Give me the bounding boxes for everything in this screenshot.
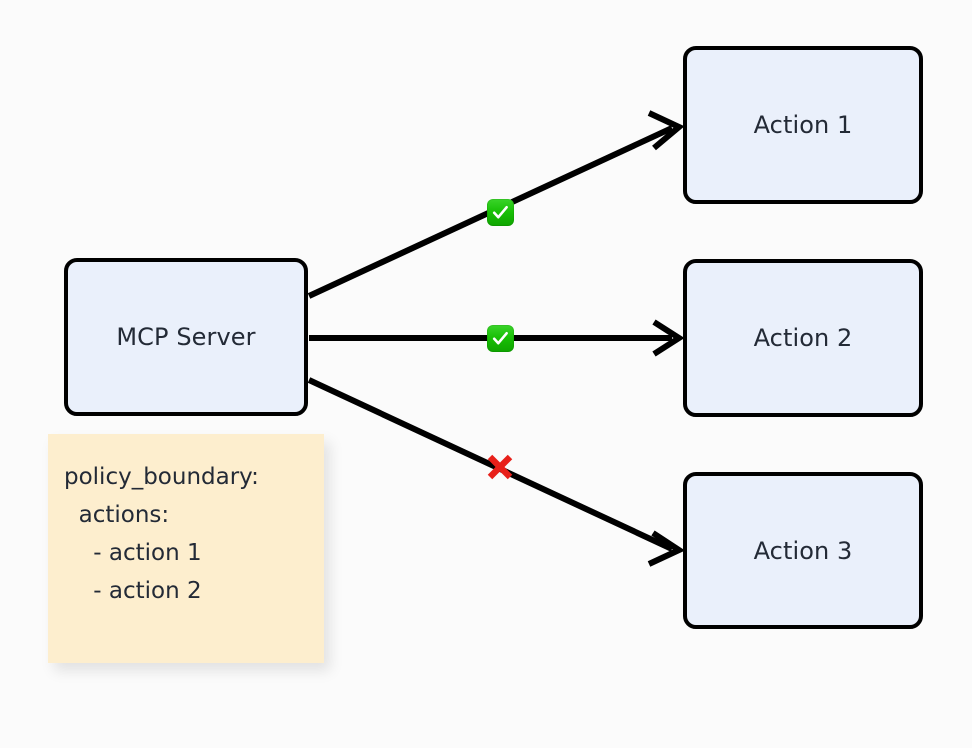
policy-note-line: - action 2 xyxy=(64,578,202,604)
arrowhead-action-2 xyxy=(652,319,685,357)
white-check-mark-icon xyxy=(486,324,514,352)
cross-mark-icon xyxy=(483,450,517,484)
edge-marker-action-2-allow xyxy=(486,324,514,352)
policy-boundary-note: policy_boundary: actions: - action 1 - a… xyxy=(48,434,324,663)
edge-marker-action-3-deny xyxy=(482,449,518,485)
node-mcp-server[interactable]: MCP Server xyxy=(64,258,308,416)
node-action-1[interactable]: Action 1 xyxy=(683,46,923,204)
node-action-2[interactable]: Action 2 xyxy=(683,259,923,417)
node-action-2-label: Action 2 xyxy=(753,324,853,352)
policy-note-line: - action 1 xyxy=(64,540,202,566)
edge-marker-action-1-allow xyxy=(486,198,514,226)
node-action-1-label: Action 1 xyxy=(753,111,853,139)
white-check-mark-icon xyxy=(486,198,514,226)
policy-note-line: actions: xyxy=(64,502,170,528)
policy-note-line: policy_boundary: xyxy=(64,464,259,490)
node-action-3-label: Action 3 xyxy=(753,536,853,565)
arrowhead-action-3 xyxy=(647,530,686,567)
arrowhead-action-1 xyxy=(647,110,685,151)
node-action-3[interactable]: Action 3 xyxy=(683,472,923,629)
node-mcp-server-label: MCP Server xyxy=(116,323,256,351)
